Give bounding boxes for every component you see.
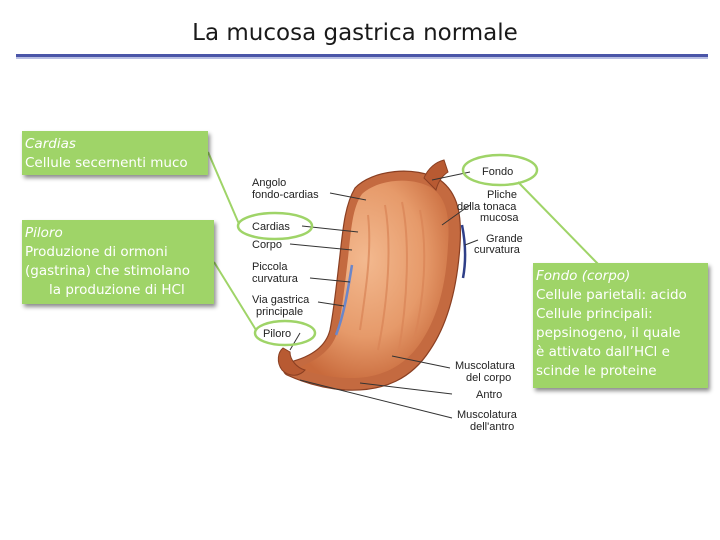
label-cardias: Cardias (252, 221, 290, 233)
fondo-text-line-4: è attivato dall’HCl e (536, 344, 670, 360)
piloro-connector (213, 261, 257, 331)
piloro-callout: Piloro Produzione di ormoni (gastrina) c… (22, 220, 214, 304)
lesser-curvature-arc (334, 264, 354, 336)
title-rule (16, 54, 708, 57)
cardias-callout: Cardias Cellule secernenti muco (22, 131, 208, 175)
piloro-text-line-1: Produzione di ormoni (25, 244, 168, 260)
esophagus (423, 159, 449, 191)
fondo-text-line-1: Cellule parietali: acido (536, 287, 687, 303)
label-muscolatura-antro: Muscolatura (457, 409, 518, 421)
stomach-mucosa (298, 180, 449, 379)
piloro-highlight (253, 319, 317, 347)
label-fondo-cardias: fondo-cardias (252, 189, 319, 201)
label-pliche: Pliche (487, 189, 517, 201)
cardias-highlight (236, 211, 314, 241)
greater-curvature-arc (460, 224, 467, 279)
piloro-text-line-3: la produzione di HCl (49, 282, 185, 298)
piloro-text-line-2: (gastrina) che stimolano (25, 263, 191, 279)
fondo-highlight (461, 153, 539, 187)
pylorus-end (277, 347, 306, 376)
label-corpo: Corpo (252, 239, 282, 251)
fondo-heading: Fondo (corpo) (536, 268, 631, 284)
cardias-connector (207, 151, 240, 225)
fondo-connector (517, 181, 599, 265)
mucosa-folds (359, 201, 426, 356)
label-grande: Grande (486, 233, 523, 245)
title-rule-shadow (16, 57, 708, 59)
label-curvatura-grande: curvatura (474, 244, 521, 256)
label-piloro: Piloro (263, 328, 291, 340)
label-fondo: Fondo (482, 166, 513, 178)
cardias-text-line-1: Cellule secernenti muco (25, 155, 188, 171)
piloro-heading: Piloro (25, 225, 63, 241)
label-angolo: Angolo (252, 177, 286, 189)
cardias-heading: Cardias (25, 136, 76, 152)
label-dell-antro: dell'antro (470, 421, 514, 433)
label-curvatura-piccola: curvatura (252, 273, 299, 285)
label-mucosa: mucosa (480, 212, 519, 224)
fondo-callout: Fondo (corpo) Cellule parietali: acido C… (533, 263, 708, 388)
label-del-corpo: del corpo (466, 372, 511, 384)
slide-title: La mucosa gastrica normale (192, 20, 518, 46)
label-muscolatura-corpo: Muscolatura (455, 360, 516, 372)
label-principale: principale (256, 306, 303, 318)
label-della-tonaca: della tonaca (457, 201, 517, 213)
fondo-text-line-3: pepsinogeno, il quale (536, 325, 681, 341)
fondo-text-line-5: scinde le proteine (536, 363, 657, 379)
label-antro: Antro (476, 389, 502, 401)
label-piccola: Piccola (252, 261, 288, 273)
label-via-gastrica: Via gastrica (252, 294, 310, 306)
fondo-text-line-2: Cellule principali: (536, 306, 653, 322)
